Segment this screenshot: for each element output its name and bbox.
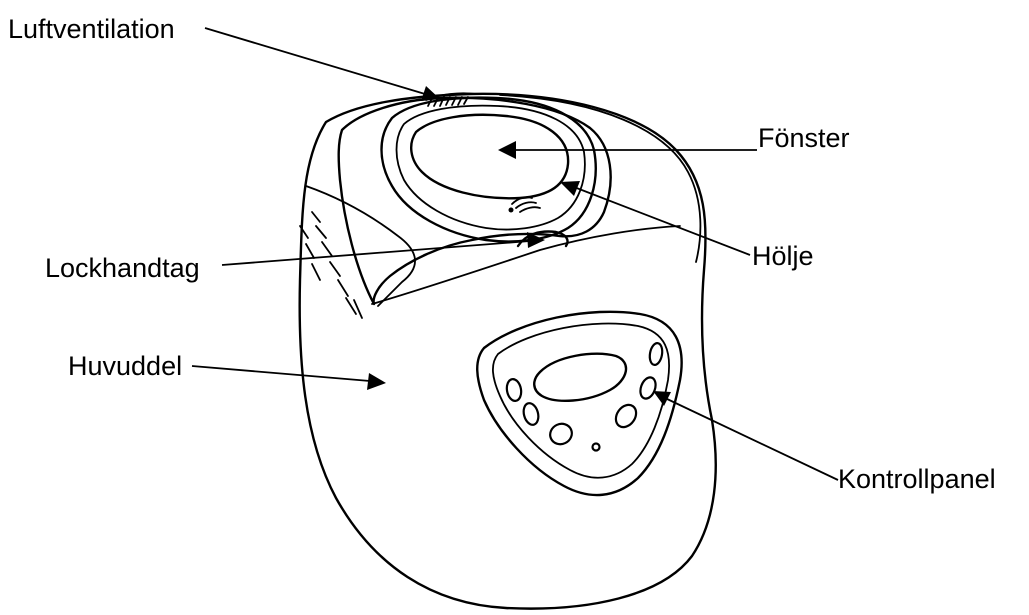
window-glass — [410, 113, 570, 200]
lid-handle — [516, 230, 569, 248]
label-control-panel: Kontrollpanel — [838, 464, 996, 494]
leader-air-vent — [204, 27, 426, 95]
control-button-right — [639, 376, 657, 400]
control-button-left-top — [505, 377, 523, 403]
label-main-body: Huvuddel — [68, 351, 182, 381]
control-button-bottom — [549, 422, 573, 446]
control-button-top-right — [648, 342, 664, 366]
arrowhead-control-panel — [653, 391, 671, 406]
window-outer-ring — [380, 96, 597, 243]
control-panel-inner — [492, 322, 670, 479]
leader-lid-handle — [221, 240, 531, 266]
control-buttons — [505, 342, 664, 452]
leader-lines — [191, 27, 839, 481]
arrowhead-main-body — [367, 373, 386, 390]
main-body-outline — [298, 92, 717, 610]
leader-housing — [573, 186, 751, 256]
arrowhead-window — [498, 141, 516, 159]
arrowhead-housing — [560, 181, 580, 196]
housing-inner-edge — [499, 94, 702, 263]
side-vent-marks — [299, 211, 363, 319]
control-indicator-dot — [591, 442, 601, 452]
window-inner-ring — [395, 104, 586, 231]
left-shoulder-line — [305, 185, 416, 307]
leader-control-panel — [664, 397, 839, 481]
lid-top-edge — [371, 225, 681, 305]
leader-main-body — [191, 365, 371, 382]
label-housing: Hölje — [752, 241, 814, 271]
bread-machine-illustration — [298, 92, 717, 610]
labels: Luftventilation Fönster Lockhandtag Hölj… — [8, 14, 996, 494]
logo-mark — [508, 196, 541, 213]
arrowhead-air-vent — [421, 86, 440, 101]
arrowhead-lid-handle — [527, 232, 545, 248]
label-air-vent: Luftventilation — [8, 14, 175, 44]
control-panel-outer — [476, 310, 683, 497]
control-button-left-mid — [522, 402, 540, 426]
control-button-lower-right — [614, 403, 638, 429]
label-lid-handle: Lockhandtag — [45, 253, 200, 283]
control-display — [533, 352, 628, 402]
label-window: Fönster — [758, 123, 850, 153]
